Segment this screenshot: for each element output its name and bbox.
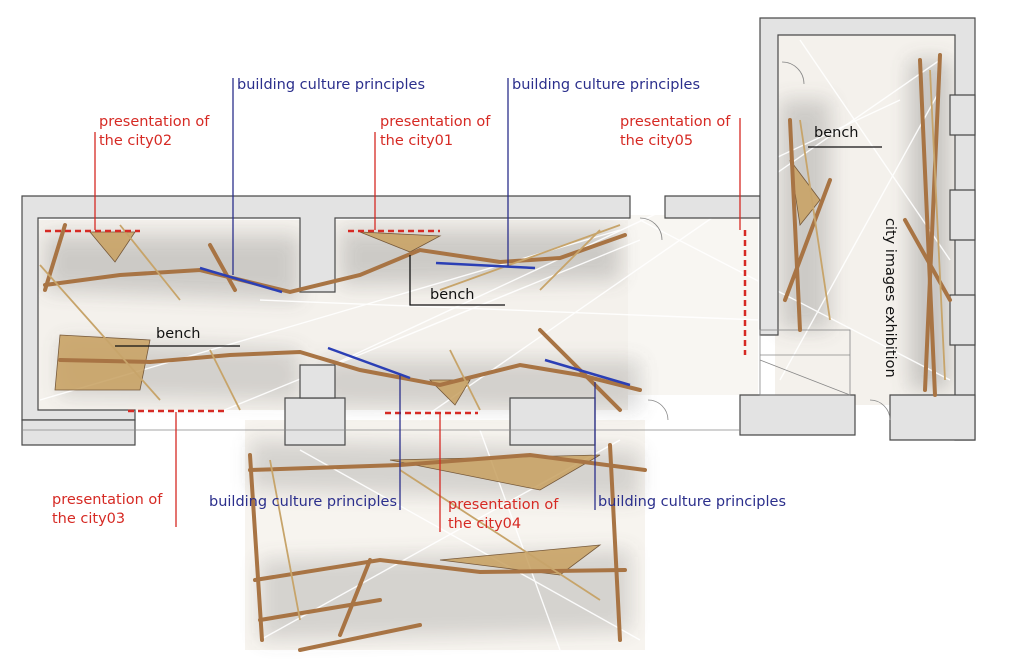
label-bench-1: bench <box>814 125 859 141</box>
label-city-images-exhibition: city images exhibition <box>882 218 898 378</box>
label-presentation-city04: presentation of the city04 <box>448 496 558 534</box>
label-presentation-city03: presentation of the city03 <box>52 491 162 529</box>
plan-lines <box>22 61 891 431</box>
walls <box>21 17 976 446</box>
principle-markers <box>199 261 631 387</box>
sight-lines <box>39 39 951 651</box>
leader-lines-blue <box>232 78 596 510</box>
label-building-culture-1: building culture principles <box>237 77 426 93</box>
label-city01-line1: presentation of <box>380 114 491 130</box>
label-city02-line1: presentation of <box>99 114 210 130</box>
timber-thin-sticks <box>39 69 946 621</box>
label-city04-line2: the city04 <box>448 516 522 532</box>
label-city01-line2: the city01 <box>380 133 454 149</box>
leader-lines-red <box>94 118 741 532</box>
label-building-culture-3: building culture principles <box>209 494 398 510</box>
label-building-culture-2: building culture principles <box>512 77 701 93</box>
label-presentation-city01: presentation of the city01 <box>380 113 490 151</box>
label-city02-line2: the city02 <box>99 133 173 149</box>
label-city03-line1: presentation of <box>52 492 163 508</box>
label-city05-line2: the city05 <box>620 133 694 149</box>
label-bench-3: bench <box>156 326 201 342</box>
label-bench-2: bench <box>430 287 475 303</box>
label-presentation-city02: presentation of the city02 <box>99 113 209 151</box>
label-city05-line1: presentation of <box>620 114 731 130</box>
label-building-culture-4: building culture principles <box>598 494 787 510</box>
label-city04-line1: presentation of <box>448 497 559 513</box>
timber-installation <box>43 53 952 652</box>
label-city03-line2: the city03 <box>52 511 126 527</box>
bench-leaders <box>115 146 882 347</box>
label-presentation-city05: presentation of the city05 <box>620 113 730 151</box>
